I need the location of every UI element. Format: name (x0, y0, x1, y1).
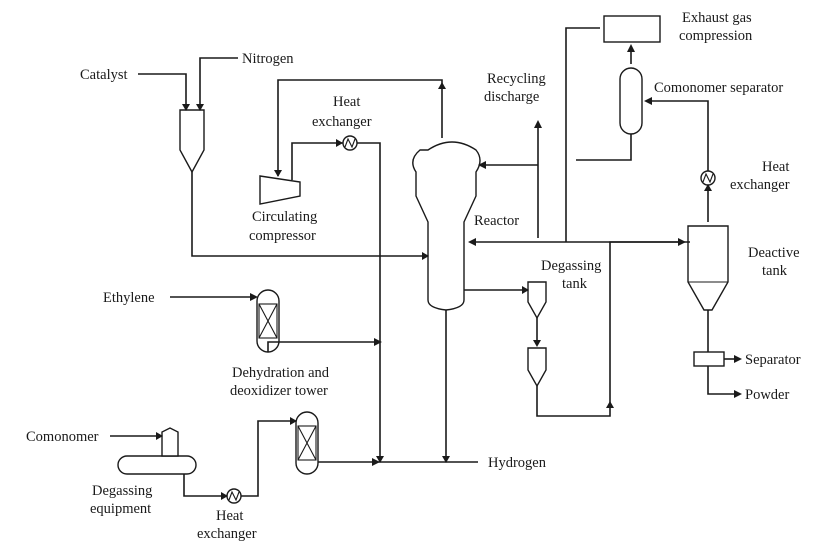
pipe-catalyst-to-reactor (191, 172, 424, 257)
pipe-exchanger-down (357, 142, 381, 462)
pipe-separator-to-reactor (576, 134, 632, 161)
deoxidizer-tower-lower-x (297, 425, 317, 461)
label-degassing-tank-2: tank (562, 276, 588, 292)
degassing-tank-2 (527, 347, 547, 388)
arrow-reactor-feed (468, 238, 476, 246)
pipe-nitrogen (199, 57, 238, 106)
catalyst-hopper (179, 109, 205, 174)
circulating-compressor (259, 175, 301, 205)
arrow-separator-in (644, 97, 652, 105)
arrow-ethylene (250, 293, 258, 301)
label-hydrogen: Hydrogen (488, 455, 547, 471)
arrow-degassing-loop (606, 401, 614, 408)
arrow-exchanger-top (336, 139, 343, 147)
arrow-nitrogen (196, 104, 204, 111)
pipe-catalyst (138, 73, 187, 106)
arrow-hydrogen-1 (376, 456, 384, 463)
arrow-catalyst-reactor (422, 252, 429, 260)
label-heat-exchanger-top-1: Heat (333, 94, 360, 110)
arrow-exchanger-bottom (221, 492, 228, 500)
pipe-powder-out (707, 366, 736, 395)
label-degassing-equipment-1: Degassing (92, 483, 152, 499)
label-deactive-1: Deactive (748, 245, 800, 261)
arrow-to-degassing (522, 286, 529, 294)
label-powder: Powder (745, 387, 789, 403)
label-heat-exchanger-right-1: Heat (762, 159, 789, 175)
degassing-equipment (117, 455, 197, 475)
label-circulating-2: compressor (249, 228, 316, 244)
arrow-compressor-inlet (274, 170, 282, 177)
label-exhaust-2: compression (679, 28, 753, 44)
label-comonomer: Comonomer (26, 429, 99, 445)
arrow-exhaust-in (627, 44, 635, 52)
label-dehydration-1: Dehydration and (232, 365, 330, 381)
arrow-hydrogen-2 (442, 456, 450, 463)
separator-unit (693, 351, 725, 367)
pipe-exchanger-to-separator (646, 100, 709, 171)
label-circulating-1: Circulating (252, 209, 317, 225)
deoxidizer-tower-lower-bed (297, 425, 317, 461)
label-heat-exchanger-top-2: exchanger (312, 114, 372, 130)
pipe-exchanger-to-tower (241, 420, 292, 497)
label-ethylene: Ethylene (103, 290, 155, 306)
arrow-to-reactor-165 (478, 161, 486, 169)
arrow-recycling (534, 120, 542, 128)
dehydration-tower-upper-bed (258, 303, 278, 339)
arrow-powder (734, 390, 742, 398)
pipe-compressor-recycle (277, 79, 443, 176)
arrow-comonomer (156, 432, 163, 440)
reactor (412, 141, 481, 311)
arrow-tower-lower-in (290, 417, 297, 425)
label-separator: Separator (745, 352, 801, 368)
label-catalyst: Catalyst (80, 67, 128, 83)
label-heat-exchanger-bottom-1: Heat (216, 508, 243, 524)
heat-exchanger-top-symbol (344, 137, 356, 149)
arrow-hydrogen-3 (372, 458, 380, 466)
pipe-compressor-to-exchanger (291, 142, 343, 180)
arrow-separator (734, 355, 742, 363)
exhaust-gas-compressor (603, 15, 661, 43)
arrow-exchanger-right (704, 184, 712, 191)
label-degassing-equipment-2: equipment (90, 501, 151, 517)
pipe-degassing-to-exchanger (183, 474, 227, 497)
arrow-tower-upper-out (374, 338, 382, 346)
label-nitrogen: Nitrogen (242, 51, 294, 67)
dehydration-tower-upper-x (258, 303, 278, 339)
comonomer-separator-vessel (619, 67, 643, 135)
heat-exchanger-right-symbol (702, 172, 714, 184)
label-exhaust-1: Exhaust gas (682, 10, 752, 26)
label-reactor: Reactor (474, 213, 519, 229)
label-deactive-2: tank (762, 263, 788, 279)
degassing-tank-1 (527, 281, 547, 320)
degassing-equipment-stack (161, 427, 179, 457)
arrow-degassing-down (533, 340, 541, 347)
label-dehydration-2: deoxidizer tower (230, 383, 328, 399)
arrow-catalyst (182, 104, 190, 111)
deactive-tank (687, 225, 729, 311)
arrow-deactive-in (678, 238, 686, 246)
pipe-degassing-to-deactive (536, 241, 684, 417)
pipe-tower-upper-out (267, 341, 374, 352)
arrow-recycle-top (438, 82, 446, 89)
heat-exchanger-bottom-symbol (228, 490, 240, 502)
label-comonomer-separator: Comonomer separator (654, 80, 783, 96)
label-heat-exchanger-bottom-2: exchanger (197, 526, 257, 542)
label-recycling-1: Recycling (487, 71, 546, 87)
label-heat-exchanger-right-2: exchanger (730, 177, 790, 193)
label-recycling-2: discharge (484, 89, 539, 105)
pipe-exhaust-loop (565, 27, 600, 242)
label-degassing-tank-1: Degassing (541, 258, 601, 274)
